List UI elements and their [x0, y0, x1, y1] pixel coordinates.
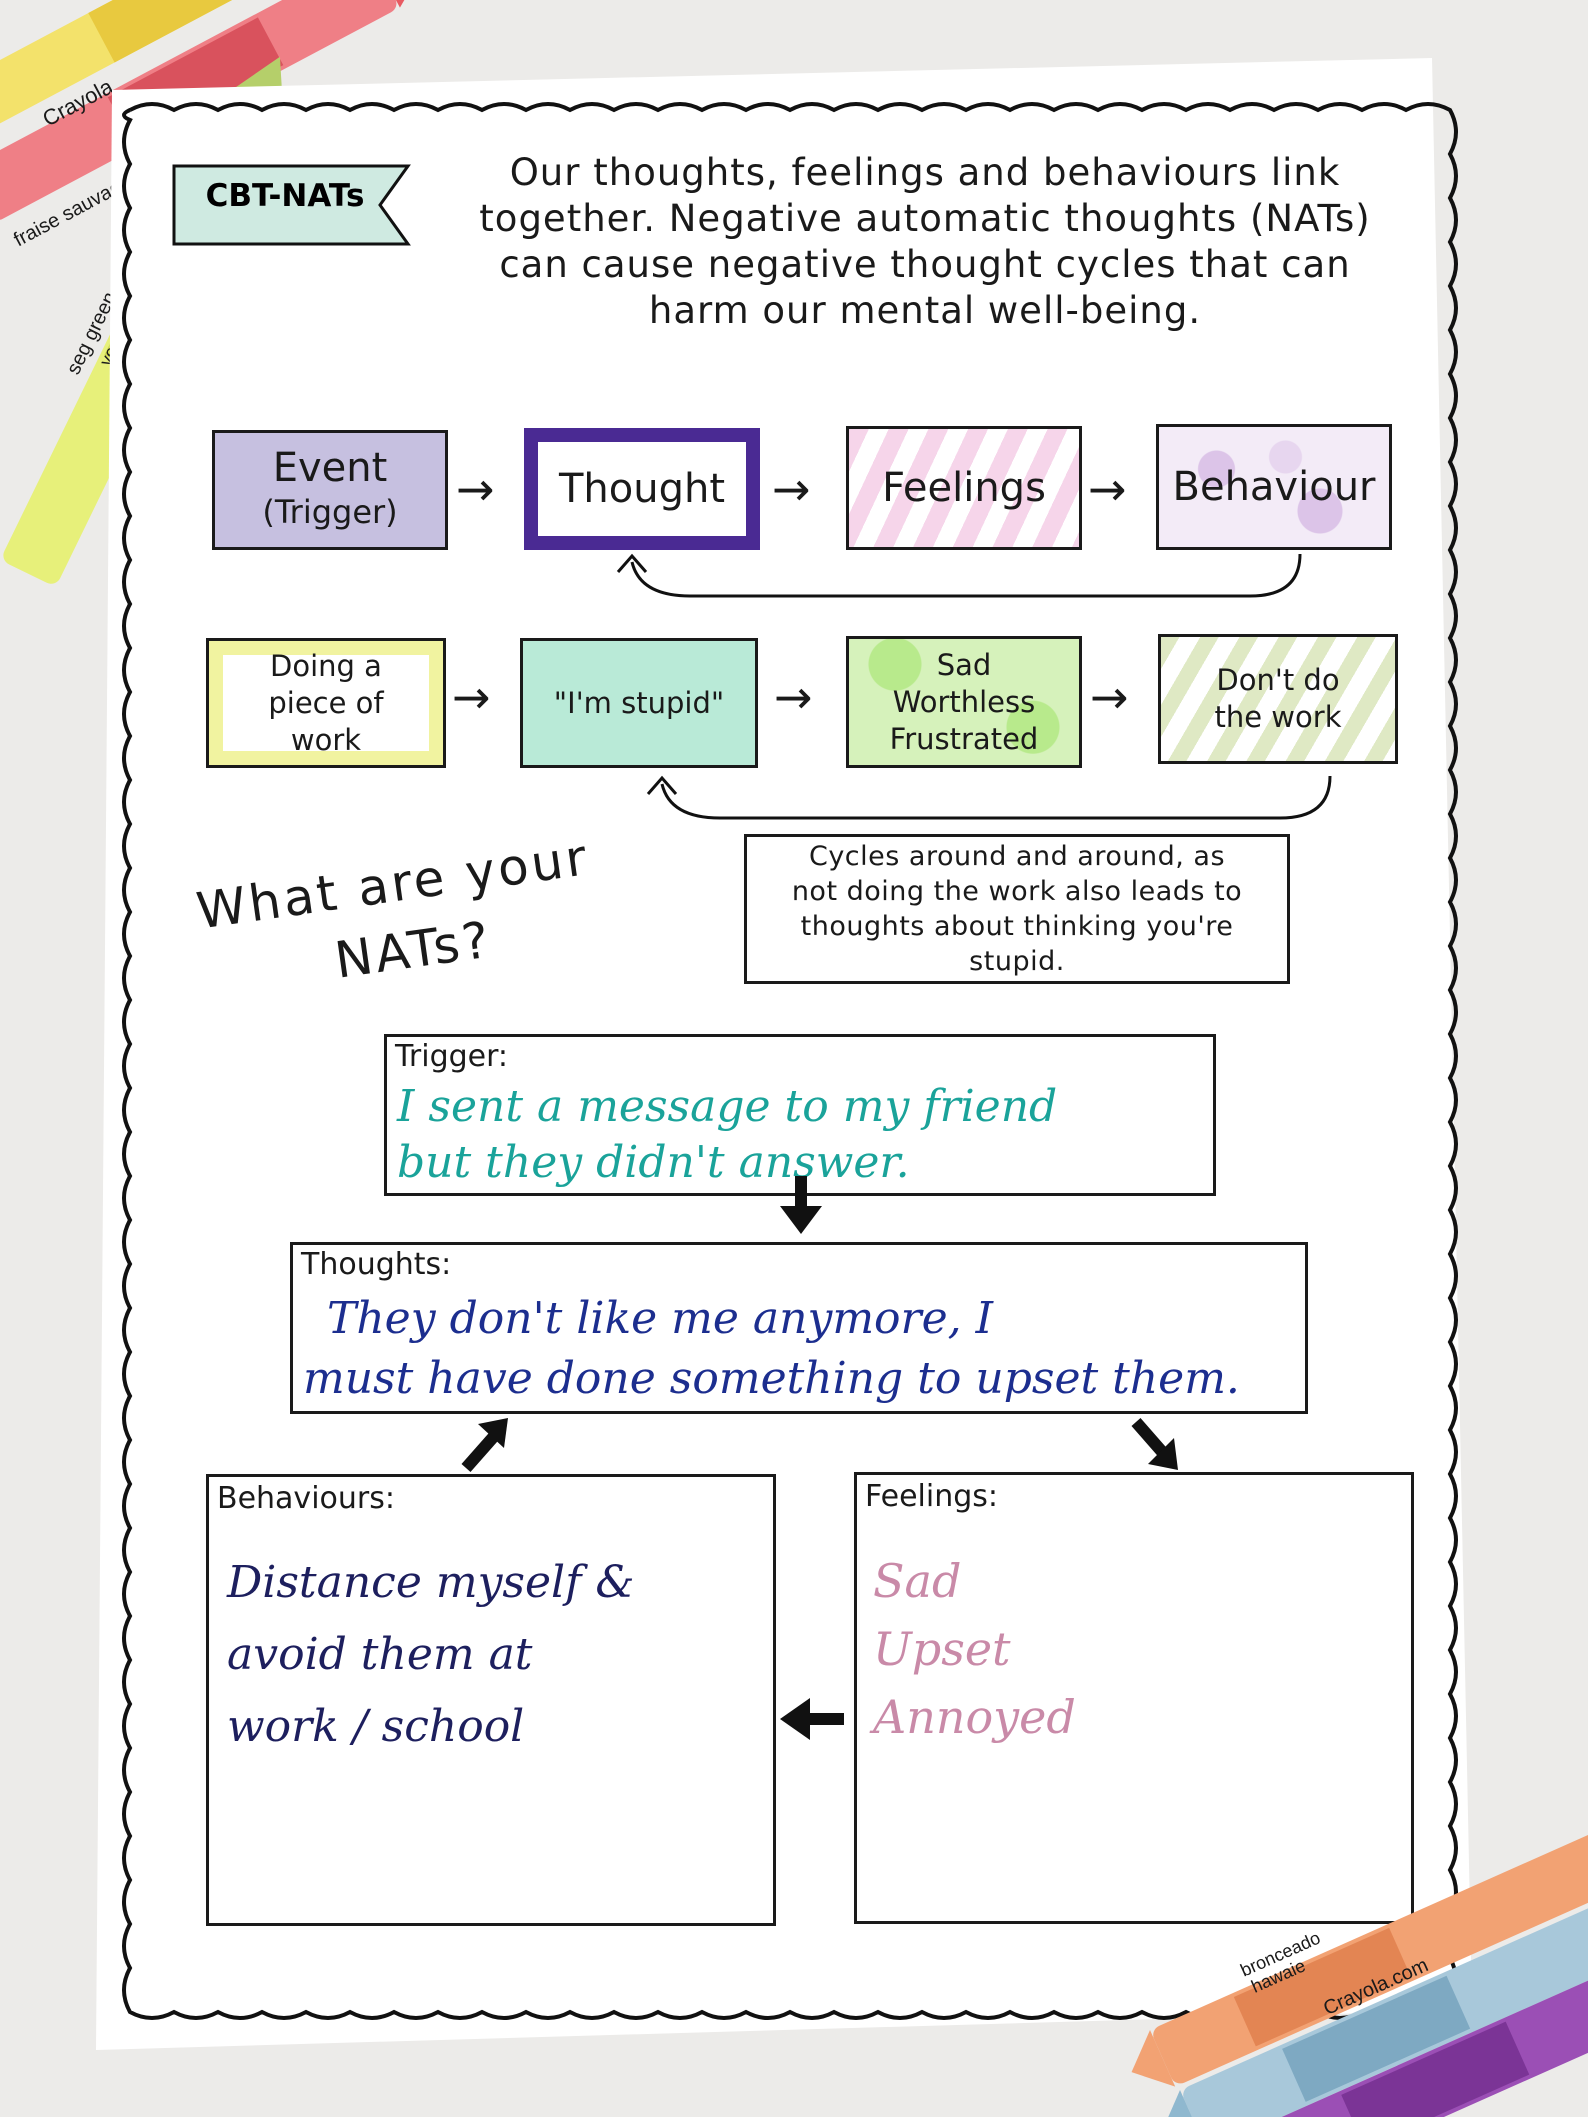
behaviours-text-line: Distance myself &	[227, 1557, 635, 1608]
intro-line: harm our mental well-being.	[648, 289, 1202, 332]
arrow-right-icon: →	[1090, 670, 1129, 724]
cbt-badge-text: CBT-NATs	[205, 178, 365, 214]
trigger-label: Trigger:	[395, 1039, 509, 1074]
feelings-handwriting: Sad Upset Annoyed	[873, 1547, 1076, 1751]
example-behaviour-line: Don't do	[1216, 663, 1340, 697]
thoughts-label: Thoughts:	[301, 1247, 452, 1282]
behaviours-text-line: work / school	[227, 1701, 525, 1752]
example-event-box: Doing a piece of work	[206, 638, 446, 768]
trigger-sublabel: (Trigger)	[262, 493, 398, 531]
generic-feelings-box: Feelings	[846, 426, 1082, 550]
cycle-note-line: stupid.	[969, 946, 1065, 977]
intro-line: together. Negative automatic thoughts (N…	[479, 197, 1371, 240]
feelings-box: Feelings: Sad Upset Annoyed	[854, 1472, 1414, 1924]
example-feelings-line: Sad	[936, 647, 992, 682]
generic-thought-box: Thought	[524, 428, 760, 550]
arrow-right-icon: →	[456, 462, 495, 516]
cbt-badge-banner	[172, 164, 411, 246]
feelings-text-line: Upset	[873, 1622, 1011, 1676]
arrow-right-icon: →	[452, 670, 491, 724]
cycle-note-line: Cycles around and around, as	[808, 841, 1226, 872]
feelings-label: Feelings:	[865, 1479, 998, 1514]
thoughts-text-line: must have done something to upset them.	[303, 1353, 1240, 1404]
arrow-down-right-icon	[1131, 1418, 1178, 1470]
feelings-text-line: Sad	[873, 1554, 962, 1608]
thoughts-text-line: They don't like me anymore, I	[327, 1293, 993, 1344]
behaviours-box: Behaviours: Distance myself & avoid them…	[206, 1474, 776, 1926]
example-event-line: work	[290, 722, 362, 757]
example-event-line: piece of	[268, 685, 384, 720]
arrow-left-icon	[780, 1698, 844, 1740]
example-behaviour-line: the work	[1214, 700, 1342, 734]
arrow-right-icon: →	[1088, 462, 1127, 516]
trigger-handwriting: I sent a message to my friend but they d…	[397, 1079, 1057, 1191]
behaviours-text-line: avoid them at	[227, 1629, 533, 1680]
example-event-line: Doing a	[270, 648, 382, 683]
intro-paragraph: Our thoughts, feelings and behaviours li…	[430, 150, 1420, 334]
generic-behaviour-box: Behaviour	[1156, 424, 1392, 550]
cycle-note-box: Cycles around and around, as not doing t…	[744, 834, 1290, 984]
example-feelings-line: Frustrated	[889, 721, 1039, 756]
arrow-up-right-icon	[461, 1418, 508, 1472]
example-feelings-box: Sad Worthless Frustrated	[846, 636, 1082, 768]
trigger-text-line: I sent a message to my friend	[397, 1081, 1058, 1132]
arrow-right-icon: →	[774, 670, 813, 724]
trigger-text-line: but they didn't answer.	[397, 1137, 910, 1188]
arrow-right-icon: →	[772, 462, 811, 516]
thoughts-box: Thoughts: They don't like me anymore, I …	[290, 1242, 1308, 1414]
cycle-note-line: not doing the work also leads to	[791, 876, 1243, 907]
event-label: Event	[272, 445, 388, 491]
arrow-down-icon	[780, 1176, 822, 1234]
intro-line: can cause negative thought cycles that c…	[499, 243, 1351, 286]
intro-line: Our thoughts, feelings and behaviours li…	[509, 151, 1341, 194]
feelings-text-line: Annoyed	[873, 1690, 1076, 1744]
example-feelings-line: Worthless	[892, 684, 1036, 719]
example-behaviour-box: Don't do the work	[1158, 634, 1398, 764]
crayons-bottom-right	[1131, 1821, 1588, 2117]
generic-event-box: Event (Trigger)	[212, 430, 448, 550]
behaviours-handwriting: Distance myself & avoid them at work / s…	[227, 1547, 635, 1763]
return-arrow-example	[646, 775, 1332, 820]
thoughts-handwriting: They don't like me anymore, I must have …	[303, 1289, 1240, 1409]
return-arrow-generic	[616, 553, 1302, 598]
cycle-note-line: thoughts about thinking you're	[800, 911, 1234, 942]
example-thought-box: "I'm stupid"	[520, 638, 758, 768]
behaviours-label: Behaviours:	[217, 1481, 395, 1516]
